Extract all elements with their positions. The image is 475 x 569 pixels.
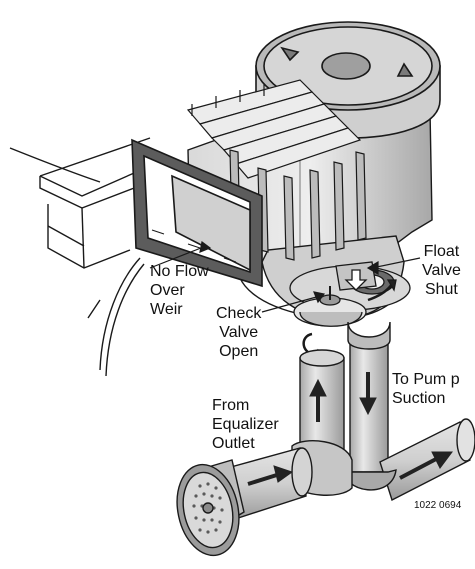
- label-from-equalizer: From Equalizer Outlet: [212, 397, 279, 452]
- weir-frame: [131, 138, 263, 288]
- flow-arrows: [247, 372, 453, 486]
- horizontal-pipes: [219, 418, 475, 521]
- equalizer-grate: [176, 459, 245, 557]
- check-valve: [293, 286, 367, 364]
- label-to-pump: To Pum p Suction: [392, 371, 460, 407]
- pool-wall-outline: [9, 137, 151, 377]
- arrow-right-icon: [399, 451, 453, 480]
- arrow-down-icon: [359, 372, 377, 416]
- figure-number: 1022 0694: [414, 500, 462, 511]
- label-float-valve: Float Valve Shut: [422, 243, 461, 298]
- label-check-valve: Check Valve Open: [216, 305, 262, 360]
- arrow-equalizer-icon: [247, 465, 294, 486]
- label-no-flow: No Flow Over Weir: [150, 263, 209, 318]
- leader-lines: [149, 240, 421, 313]
- arrow-up-icon: [309, 378, 327, 422]
